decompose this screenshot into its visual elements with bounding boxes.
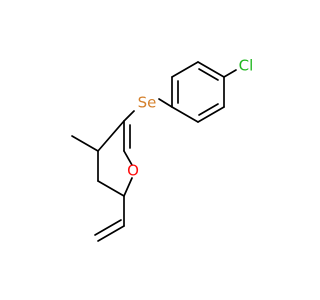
bond-ring-d xyxy=(171,106,199,123)
bond-c2-c3 xyxy=(97,180,125,197)
atom-label-o: O xyxy=(127,162,139,180)
bond-c5-c4 xyxy=(97,120,125,152)
bond-ring-se xyxy=(158,98,173,108)
atom-label-se: Se xyxy=(138,94,157,112)
bond-c6-o xyxy=(123,150,133,166)
molecule-structure: Cl Se O xyxy=(71,57,254,242)
bond-ring-inner-2 xyxy=(198,103,219,116)
bond-c-cl xyxy=(223,69,237,78)
bond-se-c5 xyxy=(123,110,135,122)
bond-c4-methyl xyxy=(71,135,99,152)
bond-ring-c xyxy=(197,106,225,123)
bond-ring-a xyxy=(197,61,225,78)
bond-ring-inner-1 xyxy=(198,68,219,81)
bond-o-c2 xyxy=(123,177,133,197)
bond-vinyl-double-a xyxy=(97,225,125,242)
atom-label-cl: Cl xyxy=(239,57,254,75)
structure-canvas: Cl Se O xyxy=(71,57,254,242)
bond-vinyl-double-b xyxy=(94,219,122,236)
bond-ring-f xyxy=(171,61,199,78)
